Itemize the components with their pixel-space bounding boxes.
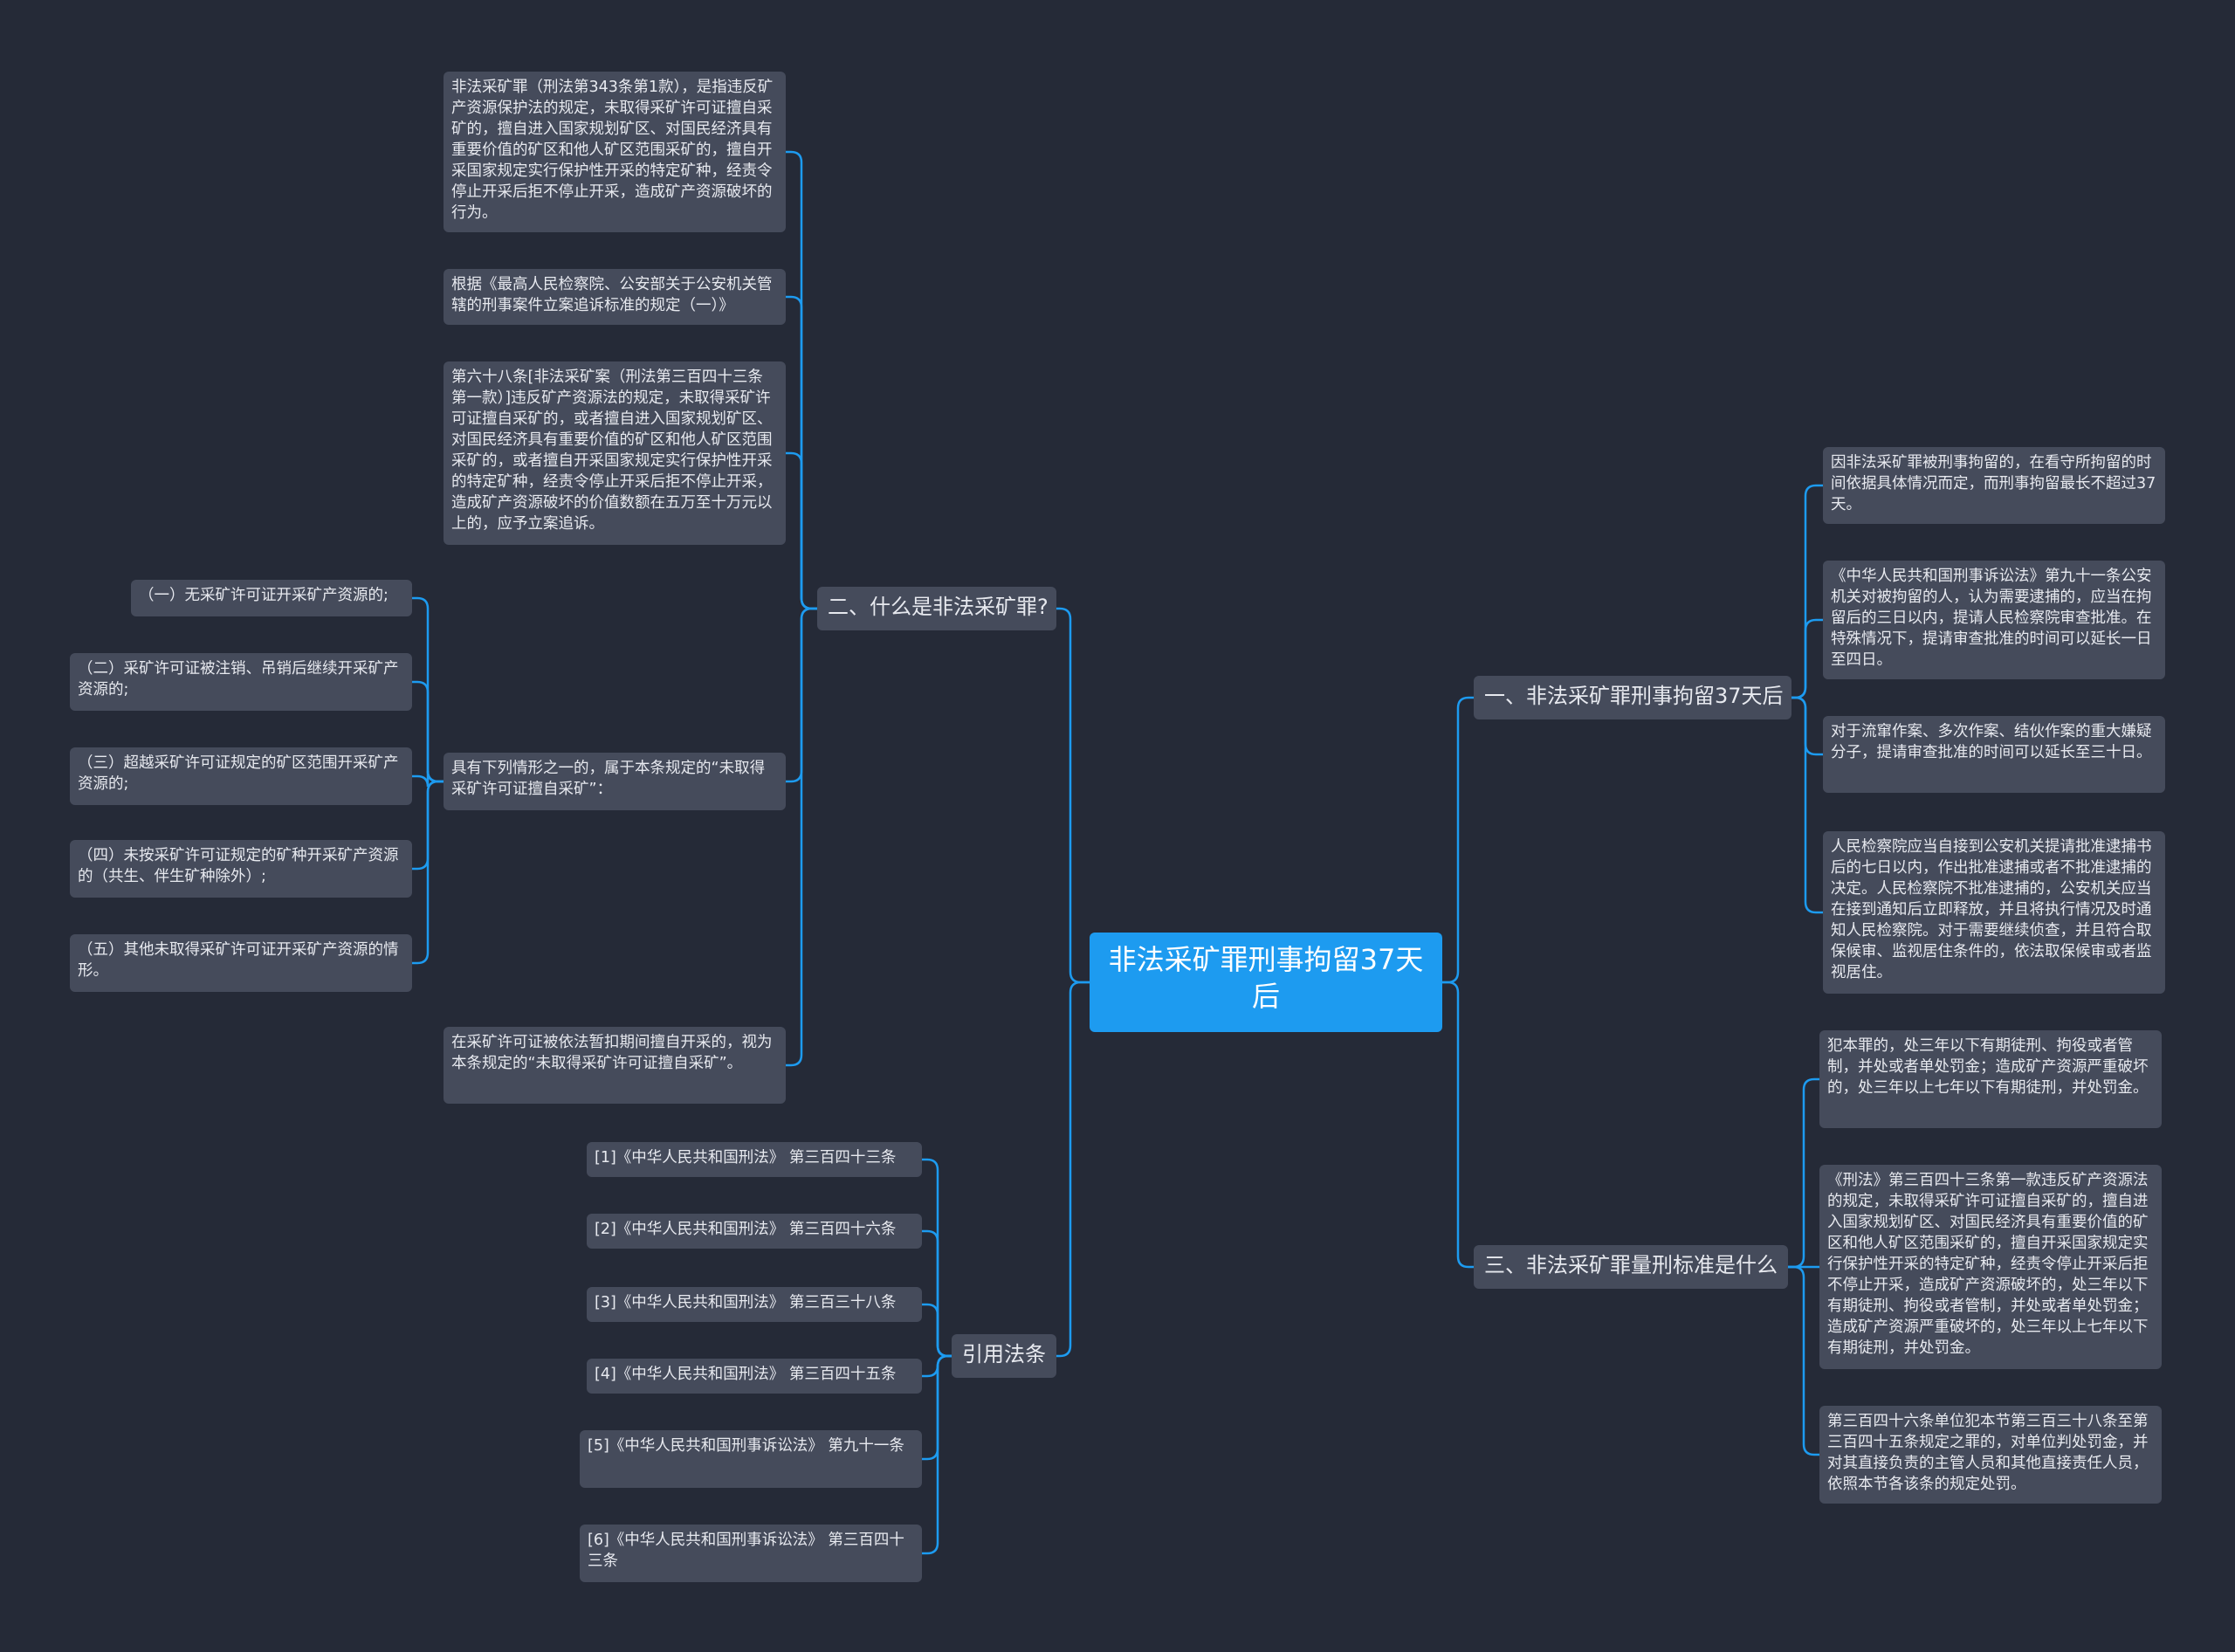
definition-leaf-1[interactable]: 非法采矿罪（刑法第343条第1款），是指违反矿产资源保护法的规定，未取得采矿许可… xyxy=(444,72,786,232)
definition-leaf-3[interactable]: 第六十八条[非法采矿案（刑法第三百四十三条第一款）]违反矿产资源法的规定，未取得… xyxy=(444,361,786,545)
root-topic[interactable]: 非法采矿罪刑事拘留37天后 xyxy=(1090,933,1442,1032)
cited-law-4[interactable]: [4]《中华人民共和国刑法》 第三百四十五条 xyxy=(587,1359,922,1394)
detention-leaf-4[interactable]: 人民检察院应当自接到公安机关提请批准逮捕书后的七日以内，作出批准逮捕或者不批准逮… xyxy=(1823,831,2165,994)
branch-detention-37-days[interactable]: 一、非法采矿罪刑事拘留37天后 xyxy=(1474,676,1791,719)
situation-leaf-1[interactable]: （一）无采矿许可证开采矿产资源的; xyxy=(131,580,412,616)
detention-edge-1 xyxy=(1790,618,1825,699)
sentencing-edge-2 xyxy=(1786,1265,1821,1456)
situation-leaf-2[interactable]: （二）采矿许可证被注销、吊销后继续开采矿产资源的; xyxy=(70,653,412,711)
cited-edge-5 xyxy=(920,1354,953,1555)
detention-leaf-2[interactable]: 《中华人民共和国刑事诉讼法》第九十一条公安机关对被拘留的人，认为需要逮捕的，应当… xyxy=(1823,561,2165,679)
root-right-edge-0 xyxy=(1441,696,1475,984)
cited-law-1[interactable]: [1]《中华人民共和国刑法》 第三百四十三条 xyxy=(587,1142,922,1177)
root-right-edge-1 xyxy=(1441,981,1475,1269)
cited-edge-2 xyxy=(920,1303,953,1358)
detention-edge-3 xyxy=(1790,696,1825,914)
situation-edge-1 xyxy=(410,680,445,783)
branch-cited-laws[interactable]: 引用法条 xyxy=(952,1334,1056,1378)
situation-edge-4 xyxy=(410,780,445,965)
sentencing-leaf-2[interactable]: 《刑法》第三百四十三条第一款违反矿产资源法的规定，未取得采矿许可证擅自采矿的，擅… xyxy=(1819,1165,2162,1369)
detention-edge-0 xyxy=(1790,484,1825,699)
situation-edge-2 xyxy=(410,770,445,788)
situation-leaf-4[interactable]: （四）未按采矿许可证规定的矿种开采矿产资源的（共生、伴生矿种除外）; xyxy=(70,840,412,898)
root-left-edge-0 xyxy=(1055,607,1091,984)
cited-law-5[interactable]: [5]《中华人民共和国刑事诉讼法》 第九十一条 xyxy=(580,1430,922,1488)
cited-law-3[interactable]: [3]《中华人民共和国刑法》 第三百三十八条 xyxy=(587,1287,922,1322)
definition-leaf-5[interactable]: 在采矿许可证被依法暂扣期间擅自开采的，视为本条规定的“未取得采矿许可证擅自采矿”… xyxy=(444,1027,786,1104)
sentencing-leaf-3[interactable]: 第三百四十六条单位犯本节第三百三十八条至第三百四十五条规定之罪的，对单位判处罚金… xyxy=(1819,1406,2162,1504)
cited-law-2[interactable]: [2]《中华人民共和国刑法》 第三百四十六条 xyxy=(587,1214,922,1249)
situation-leaf-5[interactable]: （五）其他未取得采矿许可证开采矿产资源的情形。 xyxy=(70,934,412,992)
detention-leaf-1[interactable]: 因非法采矿罪被刑事拘留的，在看守所拘留的时间依据具体情况而定，而刑事拘留最长不超… xyxy=(1823,447,2165,524)
branch-what-is-illegal-mining[interactable]: 二、什么是非法采矿罪? xyxy=(817,587,1056,630)
definition-leaf-4[interactable]: 具有下列情形之一的，属于本条规定的“未取得采矿许可证擅自采矿”： xyxy=(444,753,786,810)
definition-edge-4 xyxy=(784,607,819,1067)
root-left-edge-1 xyxy=(1055,981,1091,1358)
detention-leaf-3[interactable]: 对于流窜作案、多次作案、结伙作案的重大嫌疑分子，提请审查批准的时间可以延长至三十… xyxy=(1823,716,2165,793)
detention-edge-2 xyxy=(1790,696,1825,756)
definition-edge-2 xyxy=(784,451,819,610)
cited-law-6[interactable]: [6]《中华人民共和国刑事诉讼法》 第三百四十三条 xyxy=(580,1525,922,1582)
branch-sentencing-standard[interactable]: 三、非法采矿罪量刑标准是什么 xyxy=(1474,1245,1788,1289)
sentencing-edge-0 xyxy=(1786,1077,1821,1269)
sentencing-leaf-1[interactable]: 犯本罪的，处三年以下有期徒刑、拘役或者管制，并处或者单处罚金；造成矿产资源严重破… xyxy=(1819,1030,2162,1128)
definition-leaf-2[interactable]: 根据《最高人民检察院、公安部关于公安机关管辖的刑事案件立案追诉标准的规定（一）》 xyxy=(444,269,786,325)
situation-leaf-3[interactable]: （三）超越采矿许可证规定的矿区范围开采矿产资源的; xyxy=(70,747,412,805)
